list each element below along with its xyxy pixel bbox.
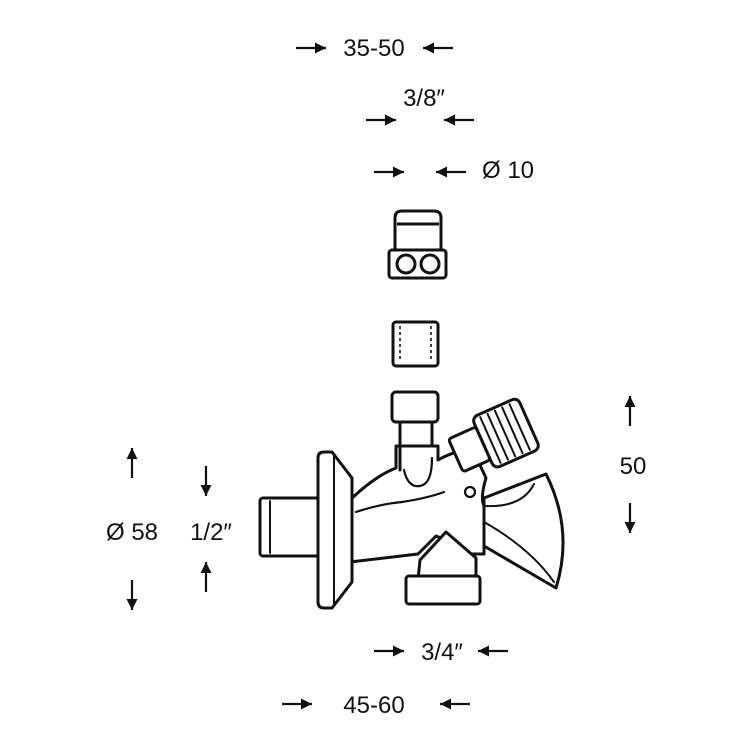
dim-rosette-diameter-label: Ø 58 — [106, 519, 158, 546]
angle-valve-icon — [258, 390, 565, 610]
dim-pipe-diameter-label: Ø 10 — [482, 157, 534, 184]
dim-height-label: 50 — [620, 453, 647, 480]
dim-inlet-thread-label: 1/2″ — [190, 519, 232, 546]
dim-hose-thread-label: 3/4″ — [421, 639, 463, 666]
dim-bottom-width-label: 45-60 — [343, 692, 404, 719]
compression-ring-icon — [391, 320, 440, 368]
dim-outlet-thread-label: 3/8″ — [403, 85, 445, 112]
dim-top-width-label: 35-50 — [343, 35, 404, 62]
compression-nut-icon — [387, 209, 448, 280]
